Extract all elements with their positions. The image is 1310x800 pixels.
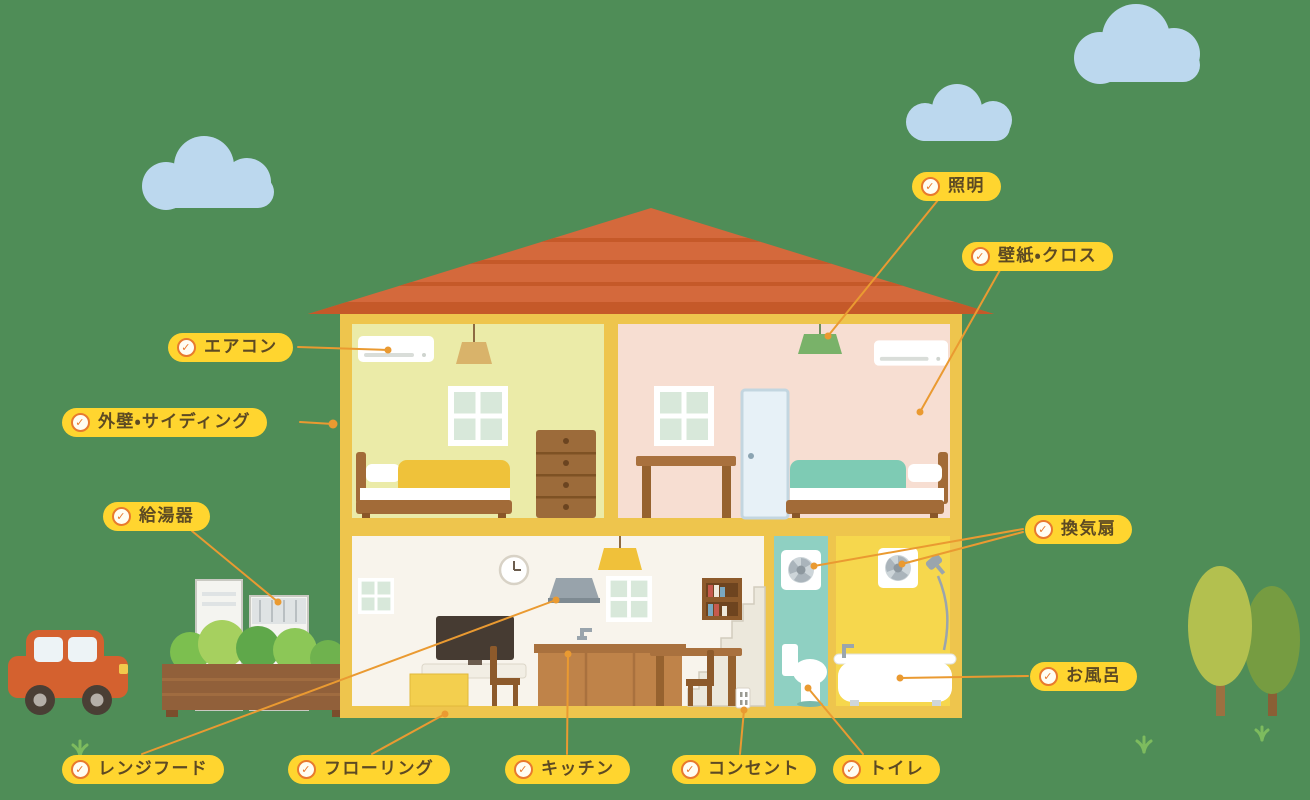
label-exterior-siding[interactable]: 外壁・サイディング — [62, 408, 267, 437]
headlight — [119, 664, 128, 674]
power-outlet — [735, 687, 751, 709]
car-window — [34, 637, 63, 662]
check-icon — [177, 338, 196, 357]
window-bedroom-right — [654, 386, 714, 446]
tv — [421, 616, 527, 679]
label-text: 外壁・サイディング — [98, 412, 251, 432]
window-bedroom-left — [448, 386, 508, 446]
line-lighting — [827, 199, 939, 337]
label-air-conditioner[interactable]: エアコン — [168, 333, 294, 362]
label-water-heater[interactable]: 給湯器 — [103, 502, 211, 531]
window-living-small — [358, 578, 394, 614]
pendant-lamp-left — [456, 342, 492, 364]
range-hood — [548, 578, 600, 602]
chair-right — [686, 650, 714, 706]
line-wallpaper — [919, 269, 1001, 413]
roof — [308, 208, 994, 314]
label-text: 壁紙・クロス — [998, 246, 1097, 266]
door — [740, 388, 790, 520]
check-icon — [71, 413, 90, 432]
line-toilet — [807, 687, 864, 755]
check-icon — [1034, 520, 1053, 539]
house — [308, 208, 994, 718]
bathtub — [833, 644, 957, 706]
line-waterheater — [191, 530, 279, 603]
clouds — [142, 4, 1200, 210]
cloud-top-right — [1074, 4, 1200, 84]
label-kitchen[interactable]: キッチン — [505, 755, 631, 784]
check-icon — [971, 247, 990, 266]
cabinet-yellow — [409, 673, 469, 707]
bed-right — [786, 452, 948, 518]
ceiling-light — [798, 334, 842, 354]
check-icon — [297, 760, 316, 779]
check-icon — [681, 760, 700, 779]
planter — [162, 620, 348, 717]
label-bath[interactable]: お風呂 — [1030, 662, 1138, 691]
tree-back — [1244, 586, 1300, 716]
line-kitchen — [566, 653, 569, 755]
shower — [925, 554, 949, 651]
label-text: キッチン — [541, 759, 615, 779]
check-icon — [1039, 667, 1058, 686]
desk — [636, 456, 736, 518]
car — [8, 630, 128, 715]
wall-clock — [498, 554, 530, 586]
label-range-hood[interactable]: レンジフード — [62, 755, 225, 784]
label-flooring[interactable]: フローリング — [288, 755, 451, 784]
car-window — [68, 637, 97, 662]
check-icon — [112, 507, 131, 526]
label-wallpaper[interactable]: 壁紙・クロス — [962, 242, 1113, 271]
bathroom — [833, 548, 957, 706]
grass-tufts — [71, 725, 1270, 758]
dining-table — [650, 648, 742, 706]
bedroom-right — [636, 324, 948, 520]
bed-left — [356, 452, 512, 518]
check-icon — [921, 177, 940, 196]
check-icon — [71, 760, 90, 779]
label-text: お風呂 — [1066, 666, 1122, 686]
label-text: レンジフード — [98, 759, 209, 779]
label-text: 換気扇 — [1061, 519, 1117, 539]
living-kitchen — [358, 536, 766, 709]
pendant-lamp-kitchen — [598, 548, 642, 570]
label-text: 照明 — [948, 176, 985, 196]
label-text: エアコン — [204, 337, 278, 357]
line-ventfan-2 — [901, 531, 1024, 565]
cloud-mid-right — [906, 84, 1012, 141]
check-icon — [842, 760, 861, 779]
tree-front — [1188, 566, 1252, 716]
line-bath — [899, 675, 1029, 679]
line-aircon — [297, 346, 389, 351]
label-text: トイレ — [869, 759, 925, 779]
planter-box — [162, 664, 348, 710]
window-kitchen — [606, 576, 652, 622]
label-text: コンセント — [708, 759, 800, 779]
line-outlet — [739, 709, 745, 755]
cloud-left — [142, 136, 274, 210]
dresser — [536, 430, 596, 518]
line-siding — [299, 421, 334, 425]
label-lighting[interactable]: 照明 — [912, 172, 1001, 201]
check-icon — [514, 760, 533, 779]
connector-lines — [141, 199, 1029, 755]
label-text: フローリング — [324, 759, 435, 779]
label-toilet[interactable]: トイレ — [833, 755, 941, 784]
line-rangehood — [141, 599, 557, 755]
air-conditioner-right — [874, 340, 948, 366]
trees — [1188, 566, 1300, 716]
ventilation-fan-toilet — [781, 550, 821, 590]
chair-left — [490, 646, 520, 706]
wall-shelf — [702, 578, 742, 620]
label-outlet[interactable]: コンセント — [672, 755, 816, 784]
bedroom-left — [356, 324, 596, 518]
label-text: 給湯器 — [139, 506, 195, 526]
label-ventilation-fan[interactable]: 換気扇 — [1025, 515, 1133, 544]
line-ventfan-1 — [813, 528, 1024, 567]
line-flooring — [371, 713, 446, 755]
